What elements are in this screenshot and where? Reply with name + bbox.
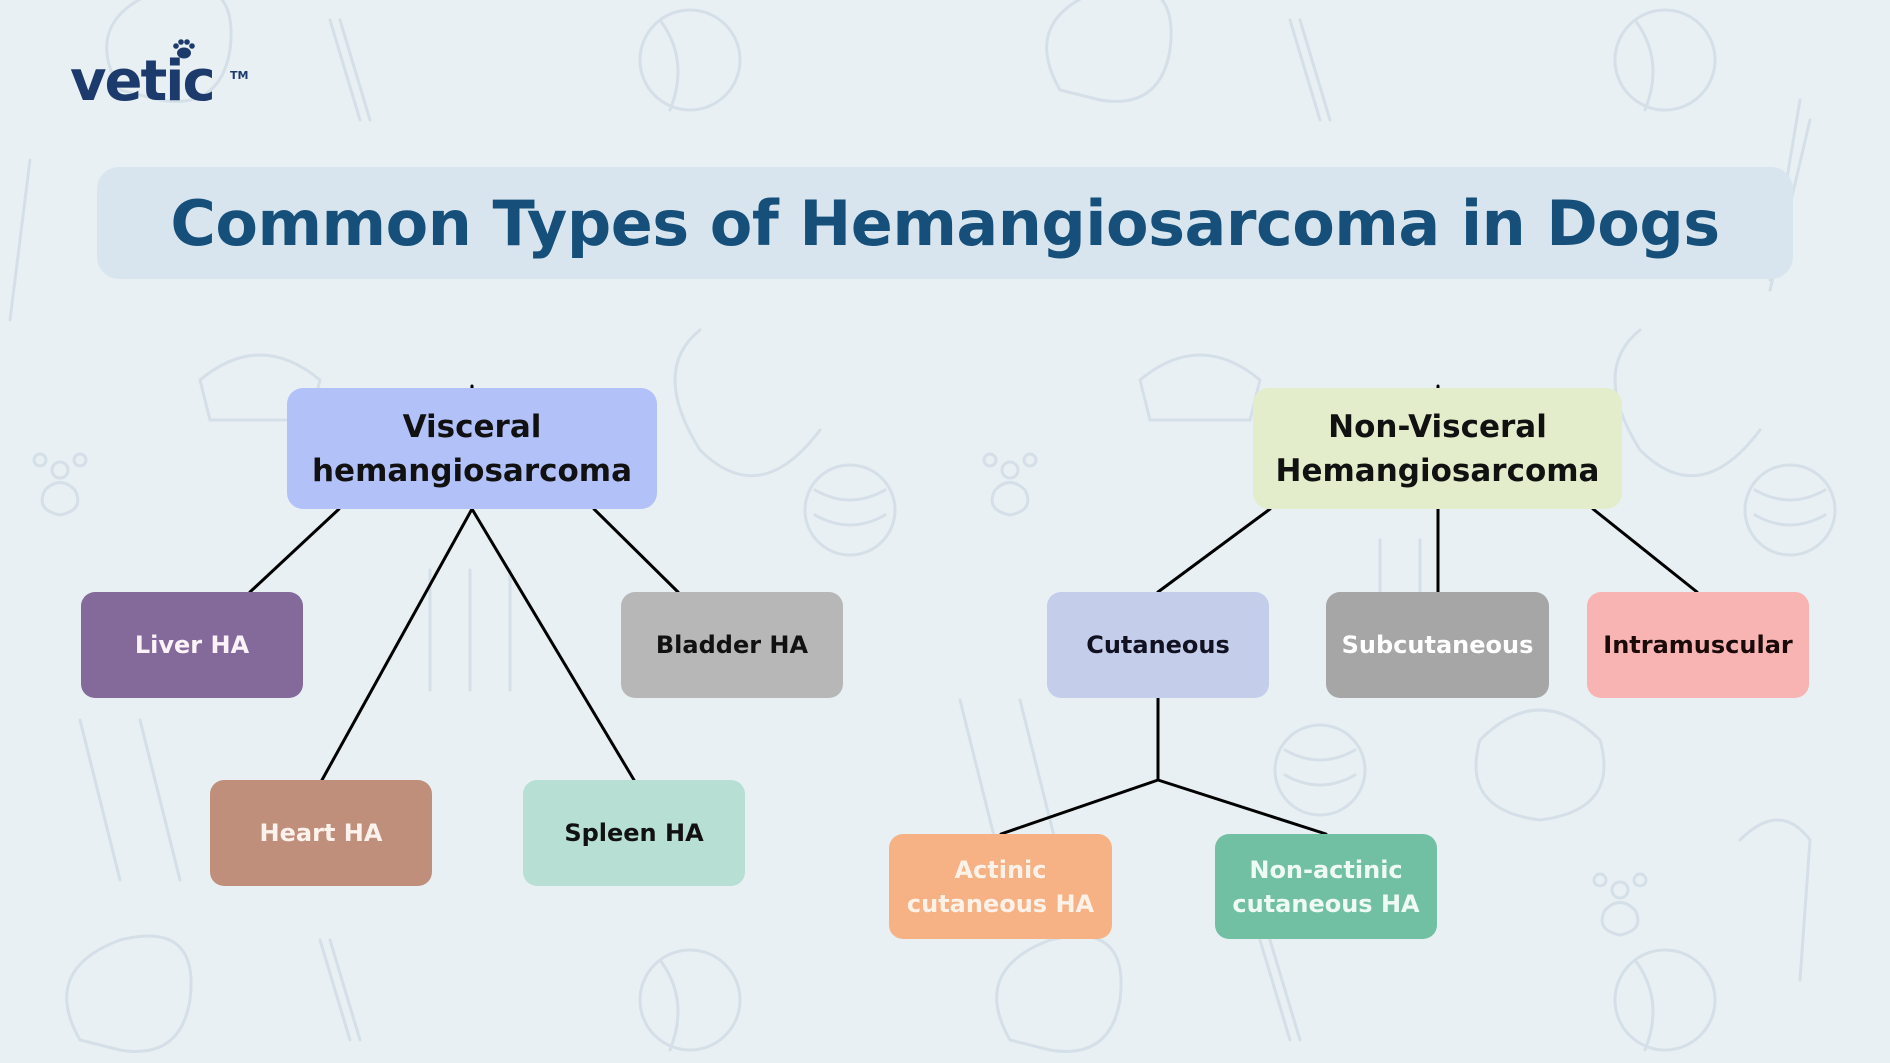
node-label: Heart HA	[259, 819, 383, 847]
connector-nonvisceral-intramuscular	[1591, 507, 1699, 594]
connector-cutaneous-nonactinic	[1156, 778, 1328, 836]
node-label-line1: Visceral	[402, 408, 542, 445]
node-visceral-hemangiosarcoma: Visceral hemangiosarcoma	[287, 388, 657, 509]
connector-visceral-liver	[248, 507, 341, 594]
node-non-visceral-hemangiosarcoma: Non-Visceral Hemangiosarcoma	[1253, 388, 1622, 509]
trademark-symbol: TM	[230, 69, 249, 82]
node-spleen-ha: Spleen HA	[523, 780, 745, 886]
node-label: Subcutaneous	[1341, 631, 1534, 659]
node-subcutaneous: Subcutaneous	[1326, 592, 1549, 698]
node-cutaneous: Cutaneous	[1047, 592, 1269, 698]
node-label: Spleen HA	[564, 819, 704, 847]
node-liver-ha: Liver HA	[81, 592, 303, 698]
node-label-line2: cutaneous HA	[906, 889, 1095, 918]
node-label: Liver HA	[134, 631, 250, 659]
node-non-actinic-cutaneous-ha: Non-actinic cutaneous HA	[1215, 834, 1437, 939]
paw-icon	[173, 39, 195, 59]
vetic-logo: vetic TM	[70, 39, 248, 114]
connector-visceral-heart	[320, 507, 474, 782]
node-heart-ha: Heart HA	[210, 780, 432, 886]
connector-visceral-spleen	[470, 507, 636, 782]
node-label-line2: Hemangiosarcoma	[1275, 452, 1600, 489]
node-label-line2: cutaneous HA	[1232, 889, 1420, 918]
node-label-line1: Actinic	[954, 855, 1047, 884]
connector-cutaneous-actinic	[999, 778, 1160, 836]
node-actinic-cutaneous-ha: Actinic cutaneous HA	[889, 834, 1112, 939]
node-intramuscular: Intramuscular	[1587, 592, 1809, 698]
connector-nonvisceral-cutaneous	[1156, 507, 1272, 594]
node-label: Intramuscular	[1603, 631, 1793, 659]
logo-text: vetic	[70, 49, 216, 114]
connector-visceral-bladder	[592, 507, 680, 594]
title-banner: Common Types of Hemangiosarcoma in Dogs	[97, 167, 1793, 279]
node-label: Cutaneous	[1086, 631, 1230, 659]
node-label-line2: hemangiosarcoma	[311, 452, 633, 489]
node-bladder-ha: Bladder HA	[621, 592, 843, 698]
node-label: Bladder HA	[655, 631, 809, 659]
page-title: Common Types of Hemangiosarcoma in Dogs	[170, 186, 1720, 260]
node-label-line1: Non-actinic	[1249, 855, 1403, 884]
node-label-line1: Non-Visceral	[1328, 408, 1547, 445]
